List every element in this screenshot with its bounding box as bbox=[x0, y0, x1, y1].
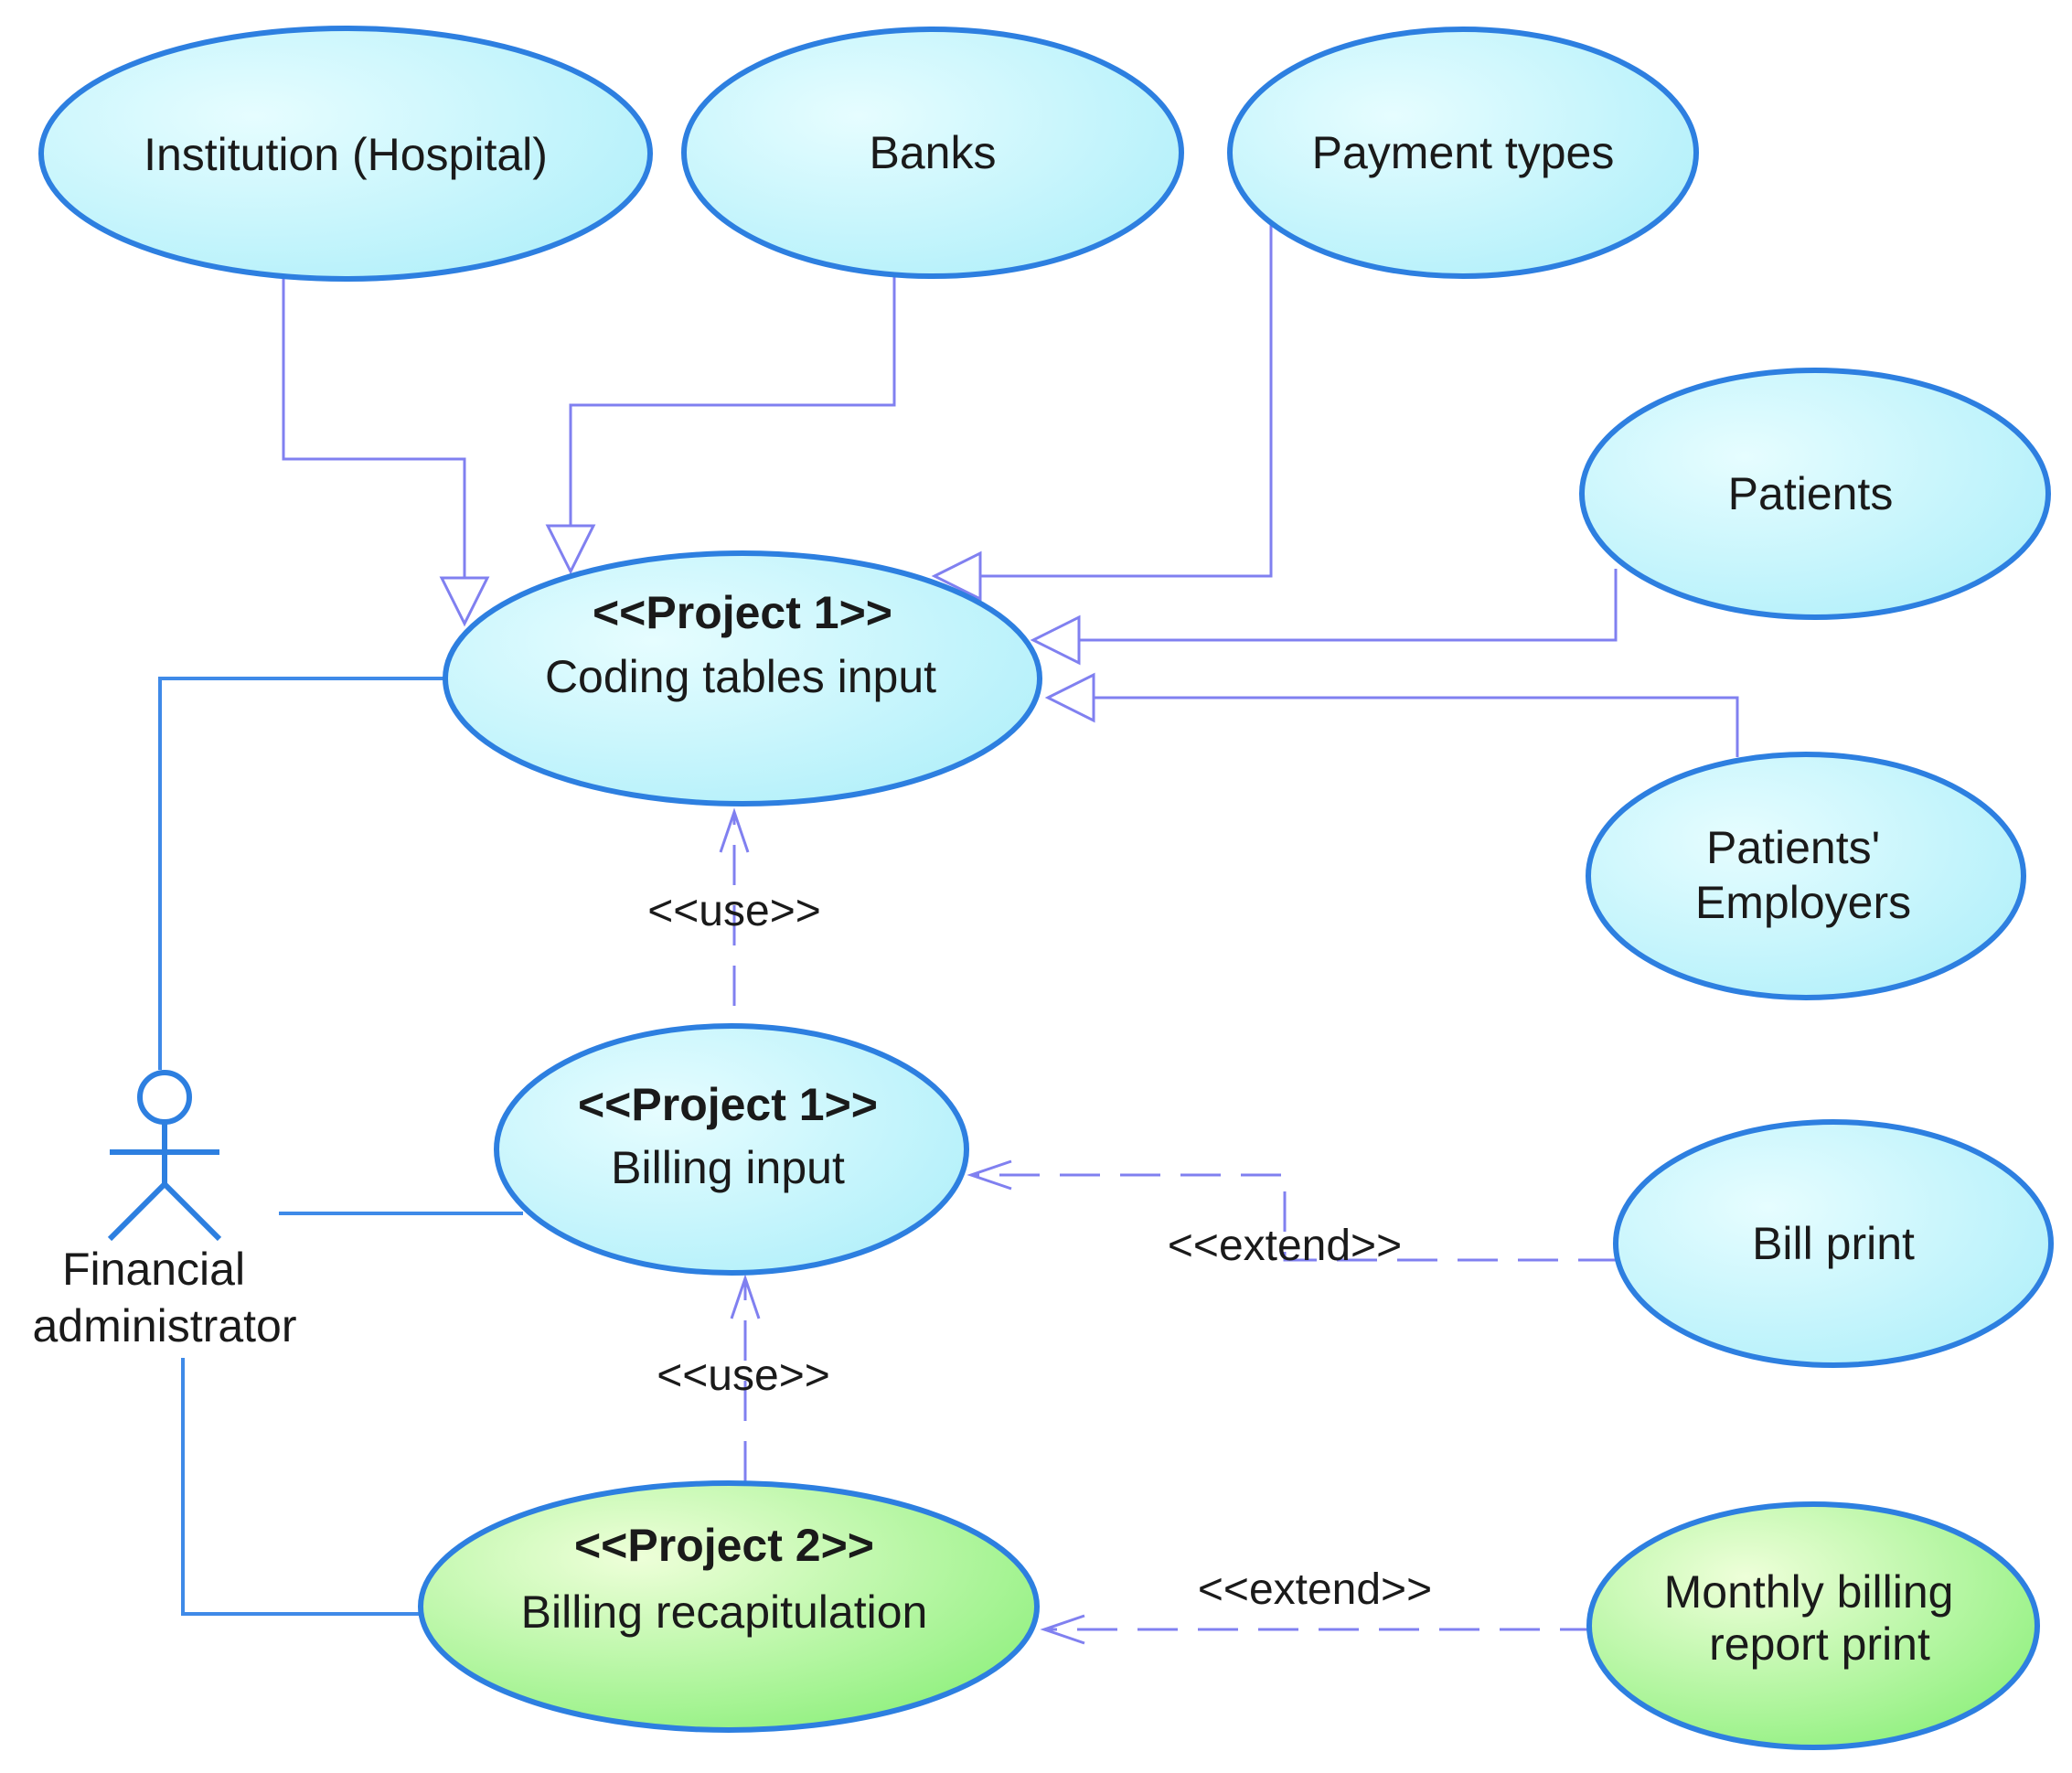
use-case-billing-recapitulation[interactable]: <<Project 2>> Billing recapitulation bbox=[418, 1480, 1040, 1733]
use-case-patients-employers-line1: Patients' bbox=[1706, 822, 1880, 873]
dependency-edges bbox=[719, 807, 1618, 1645]
use-case-payment-types-label: Payment types bbox=[1312, 127, 1615, 178]
use-case-billing-input[interactable]: <<Project 1>> Billing input bbox=[494, 1023, 969, 1276]
use-case-coding-tables-stereotype: <<Project 1>> bbox=[593, 587, 892, 638]
actor-legs bbox=[107, 1180, 222, 1242]
use-case-bill-print-shape bbox=[1613, 1119, 2054, 1368]
edge-employers-to-coding bbox=[1094, 696, 1739, 757]
use-case-patients-employers-label: Patients' Employers bbox=[1695, 822, 1911, 928]
use-case-banks-label: Banks bbox=[870, 127, 997, 178]
arrowhead-extend-1 bbox=[967, 1159, 1012, 1191]
use-case-billing-input-stereotype: <<Project 1>> bbox=[578, 1079, 878, 1130]
arrowhead-patients bbox=[1030, 614, 1081, 666]
arrowhead-institution bbox=[439, 576, 490, 627]
use-case-institution-label: Institution (Hospital) bbox=[144, 129, 548, 180]
arrowhead-extend-2 bbox=[1040, 1614, 1085, 1645]
actor-head bbox=[137, 1070, 192, 1125]
association-edges bbox=[158, 677, 523, 1616]
use-case-monthly-report-shape bbox=[1586, 1501, 2040, 1750]
relation-label-extend-1: <<extend>> bbox=[1168, 1222, 1402, 1270]
edge-institution-to-coding bbox=[282, 279, 466, 583]
generalization-edges bbox=[282, 224, 1739, 757]
use-case-patients-shape bbox=[1579, 368, 2051, 620]
use-case-bill-print[interactable]: Bill print bbox=[1613, 1119, 2054, 1368]
use-case-billing-recapitulation-label: Billing recapitulation bbox=[521, 1586, 928, 1638]
use-case-institution[interactable]: Institution (Hospital) bbox=[38, 26, 653, 282]
use-case-coding-tables[interactable]: <<Project 1>> Coding tables input bbox=[443, 550, 1042, 806]
use-case-billing-recapitulation-stereotype: <<Project 2>> bbox=[574, 1520, 874, 1571]
use-case-monthly-report-line2: report print bbox=[1709, 1618, 1930, 1670]
use-case-banks[interactable]: Banks bbox=[681, 27, 1184, 279]
arrowhead-use-1 bbox=[719, 807, 750, 853]
assoc-actor-to-recap bbox=[181, 1358, 421, 1616]
actor-label: Financial administrator bbox=[33, 1244, 297, 1351]
use-case-coding-tables-shape bbox=[443, 550, 1042, 806]
arrowhead-employers bbox=[1044, 672, 1095, 723]
relation-label-extend-2: <<extend>> bbox=[1198, 1565, 1432, 1614]
arrowhead-payment-types bbox=[931, 550, 982, 602]
use-case-patients-employers-shape bbox=[1586, 752, 2026, 1000]
actor-financial-administrator[interactable]: Financial administrator bbox=[33, 1070, 297, 1351]
assoc-actor-to-coding bbox=[158, 677, 445, 1070]
use-case-monthly-report-line1: Monthly billing bbox=[1664, 1566, 1954, 1618]
actor-label-line2: administrator bbox=[33, 1300, 297, 1351]
use-case-coding-tables-label: Coding tables input bbox=[545, 651, 936, 702]
use-case-institution-shape bbox=[38, 26, 653, 282]
use-case-payment-types[interactable]: Payment types bbox=[1227, 27, 1699, 279]
use-case-patients-employers-line2: Employers bbox=[1695, 877, 1911, 928]
use-case-billing-input-shape bbox=[494, 1023, 969, 1276]
use-case-bill-print-label: Bill print bbox=[1752, 1218, 1915, 1269]
edge-extend-billprint-to-billing bbox=[971, 1173, 1618, 1262]
use-case-patients-employers[interactable]: Patients' Employers bbox=[1586, 752, 2026, 1000]
use-case-billing-input-label: Billing input bbox=[611, 1142, 845, 1193]
actor-label-line1: Financial bbox=[62, 1244, 245, 1295]
edge-banks-to-coding bbox=[569, 274, 896, 526]
edge-payment-types-to-coding bbox=[980, 224, 1273, 578]
use-case-banks-shape bbox=[681, 27, 1184, 279]
arrowhead-banks bbox=[545, 524, 596, 575]
relation-label-use-2: <<use>> bbox=[657, 1351, 830, 1400]
use-case-billing-recapitulation-shape bbox=[418, 1480, 1040, 1733]
use-case-monthly-report[interactable]: Monthly billing report print bbox=[1586, 1501, 2040, 1750]
relation-label-use-1: <<use>> bbox=[647, 887, 821, 935]
use-case-patients-label: Patients bbox=[1728, 468, 1894, 519]
use-case-monthly-report-label: Monthly billing report print bbox=[1664, 1566, 1967, 1670]
arrowhead-use-2 bbox=[730, 1274, 761, 1319]
edge-patients-to-coding bbox=[1079, 569, 1618, 642]
use-case-payment-types-shape bbox=[1227, 27, 1699, 279]
use-case-patients[interactable]: Patients bbox=[1579, 368, 2051, 620]
